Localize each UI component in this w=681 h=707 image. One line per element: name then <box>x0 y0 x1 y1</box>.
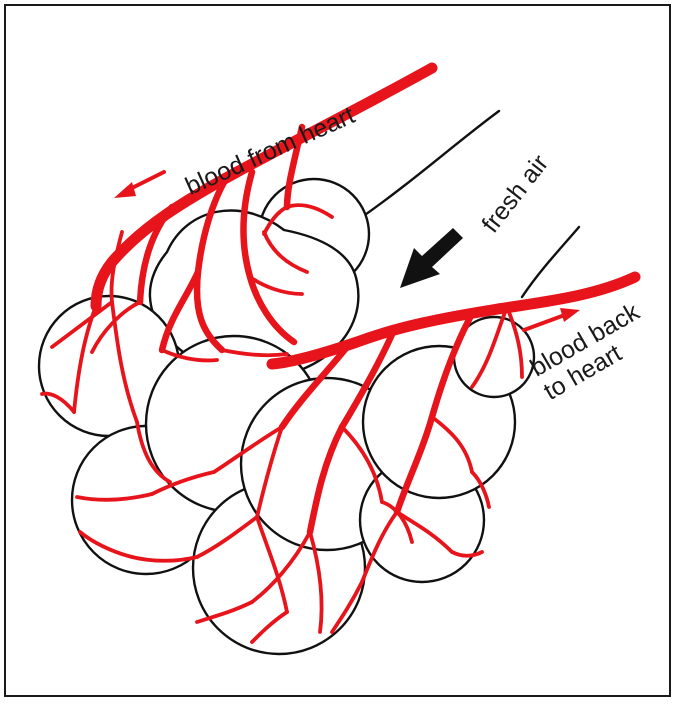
airway-lower-wall <box>522 227 579 297</box>
fresh-air-arrow <box>400 228 463 288</box>
diagram-frame: blood from heart fresh air blood back to… <box>4 4 671 697</box>
blood-out-arrow <box>114 172 164 198</box>
blood-back-arrow <box>524 308 580 330</box>
